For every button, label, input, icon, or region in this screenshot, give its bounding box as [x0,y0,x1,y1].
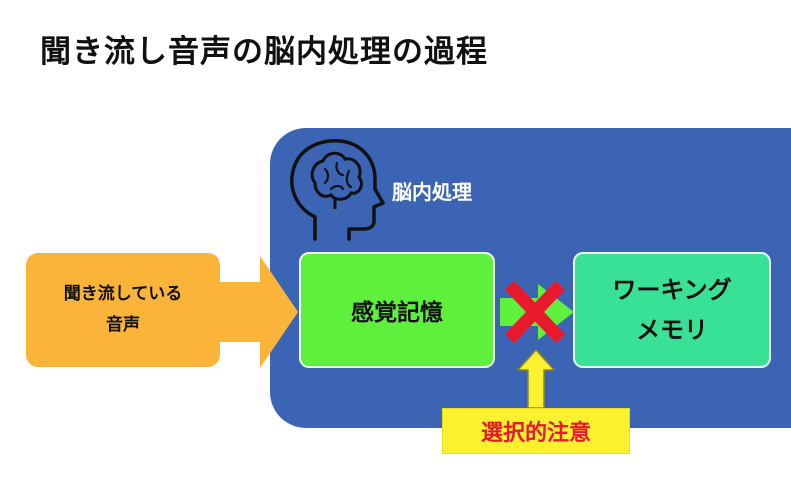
sensory-memory-box: 感覚記憶 [299,252,495,368]
head-brain-icon [290,139,385,241]
input-audio-label-line1: 聞き流している [63,284,183,304]
input-arrow [220,256,298,368]
working-memory-label-line1: ワーキング [612,276,732,304]
selective-attention-box: 選択的注意 [442,408,630,454]
input-audio-label-line2: 音声 [106,315,140,335]
working-memory-label-line2: メモリ [636,316,708,344]
brain-processing-label: 脳内処理 [392,180,472,204]
blocked-transfer-icon [500,280,574,344]
attention-arrow [517,349,555,409]
working-memory-box: ワーキング メモリ [573,252,771,368]
page-title: 聞き流し音声の脳内処理の過程 [40,34,488,70]
input-audio-box: 聞き流している 音声 [26,253,220,367]
